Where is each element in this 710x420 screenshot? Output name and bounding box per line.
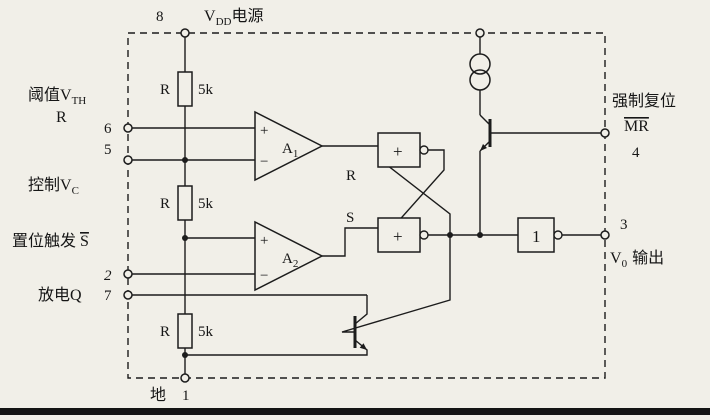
latch-gate-r-bubble (419, 145, 429, 155)
pin7-name-label: 放电Q (38, 286, 82, 304)
pin4-number-label: 4 (632, 145, 640, 161)
pin2-terminal (123, 269, 133, 279)
pin4-name-label: 强制复位 (612, 92, 676, 110)
latch-gate-s-bubble (419, 230, 429, 240)
pin7-terminal (123, 290, 133, 300)
pin6-name-label-line2: R (56, 109, 67, 126)
a2-plus-sign: + (260, 233, 268, 249)
pin5-number-label: 5 (104, 142, 112, 158)
resistor-r3-name: R (160, 324, 170, 340)
t2-emitter-wire (185, 339, 368, 356)
latch-r-input-label: R (346, 168, 356, 184)
pin1-name-label: 地 (150, 386, 166, 404)
resistor-r2-value: 5k (198, 196, 214, 212)
latch-gate-r (377, 132, 421, 168)
pin8-name-label: VDD电源 (204, 7, 263, 28)
pin1-number-label: 1 (182, 388, 190, 404)
a2-name-label: A2 (282, 251, 298, 270)
t2-collector-wire (354, 295, 368, 325)
resistor-r1-name: R (160, 82, 170, 98)
transistor-t2-emitter-arrow (359, 343, 367, 350)
discharge-base-wire (341, 235, 451, 333)
junction-latch-output-node (447, 232, 453, 238)
comparator-a1 (254, 110, 324, 182)
resistor-r2-name: R (160, 196, 170, 212)
output-inverter-bubble (553, 230, 563, 240)
t1-emitter-wire (479, 140, 491, 235)
scan-artifact-bar (0, 408, 710, 415)
resistor-r1 (177, 71, 193, 107)
vdd-internal-terminal (475, 28, 485, 38)
junction-divider-node (182, 235, 188, 241)
latch-cross-wire-1 (377, 149, 445, 245)
wires (132, 37, 601, 374)
resistor-r3 (177, 313, 193, 349)
resistor-r2 (177, 185, 193, 221)
resistor-r1-value: 5k (198, 82, 214, 98)
pin6-terminal (123, 123, 133, 133)
transistor-t1-emitter-arrow (480, 144, 487, 151)
pin-terminals (123, 28, 610, 383)
junction-dots (182, 157, 483, 358)
pin7-number-label: 7 (104, 288, 112, 304)
a2-output-wire (322, 227, 378, 257)
pin3-terminal (600, 230, 610, 240)
output-inverter-gate (517, 217, 555, 253)
current-source-circle-top (469, 53, 491, 75)
latch-gate-s (377, 217, 421, 253)
pin8-terminal (180, 28, 190, 38)
output-inverter-symbol: 1 (532, 227, 541, 246)
junction-reset-node (477, 232, 483, 238)
junction-ground-node (182, 352, 188, 358)
pin3-number-label: 3 (620, 217, 628, 233)
pin8-number-label: 8 (156, 9, 164, 25)
pin1-terminal (180, 373, 190, 383)
a1-name-label: A1 (282, 141, 298, 160)
pin5-name-label: 控制VC (28, 176, 79, 197)
pin5-terminal (123, 155, 133, 165)
junction-control-node (182, 157, 188, 163)
a1-minus-sign: − (260, 154, 268, 170)
latch-gate-r-symbol: + (393, 142, 403, 161)
pin6-name-label: 阈值VTH (28, 86, 86, 107)
pin4-mr-label: MR (624, 118, 649, 135)
a2-minus-sign: − (260, 268, 268, 284)
resistor-r3-value: 5k (198, 324, 214, 340)
pin4-terminal (600, 128, 610, 138)
t1-collector-wire (479, 114, 491, 126)
a1-plus-sign: + (260, 123, 268, 139)
latch-cross-wire-2 (377, 157, 451, 235)
comparator-a2 (254, 220, 324, 292)
ic-package-border (127, 32, 606, 379)
current-source-circle-bottom (469, 69, 491, 91)
pin2-number-label: 2 (104, 268, 112, 284)
latch-gate-s-symbol: + (393, 227, 403, 246)
latch-s-input-label: S (346, 210, 354, 226)
pin6-number-label: 6 (104, 121, 112, 137)
